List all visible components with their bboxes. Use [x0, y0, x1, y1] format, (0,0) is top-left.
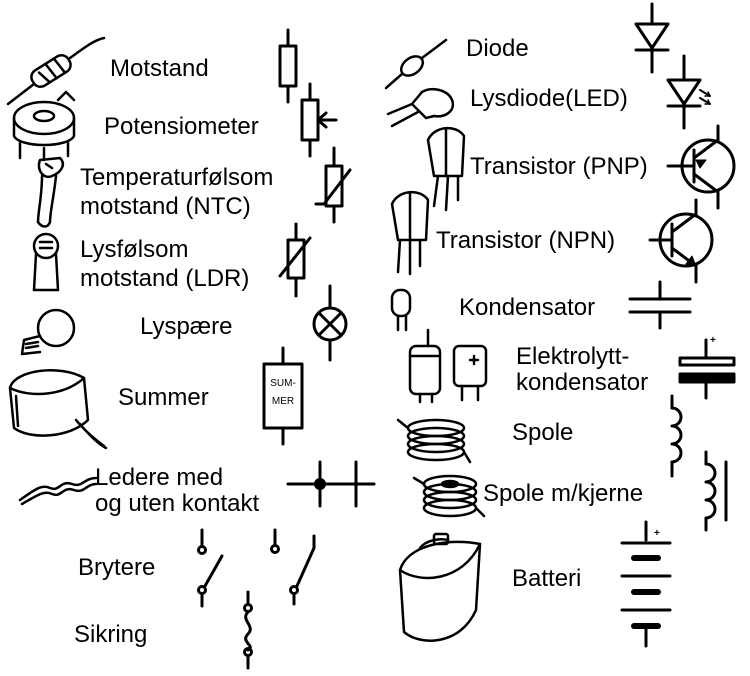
npn-transistor-symbol	[648, 198, 714, 284]
npn-transistor-drawing	[390, 191, 430, 276]
label-lyspaere: Lyspære	[140, 313, 233, 340]
electrolytic-capacitor-drawing	[408, 328, 488, 404]
ntc-drawing	[36, 156, 64, 228]
summer-symbol-text-2: MER	[271, 396, 295, 407]
electrolytic-capacitor-symbol	[678, 338, 736, 400]
batteri-plus-sign: +	[654, 528, 660, 539]
label-potensiometer: Potensiometer	[104, 113, 259, 140]
inductor-core-symbol	[704, 450, 728, 532]
label-spole-kjerne: Spole m/kjerne	[483, 480, 644, 507]
potentiometer-symbol	[300, 82, 338, 158]
switch-symbol-open	[197, 528, 224, 608]
elektrolytt-plus-sign: +	[710, 335, 716, 346]
label-transistor-npn: Transistor (NPN)	[436, 227, 616, 254]
switch-symbol-closed	[270, 528, 316, 606]
ldr-symbol	[278, 222, 312, 298]
label-ledere-line2: og uten kontakt	[95, 490, 260, 517]
led-drawing	[386, 88, 455, 128]
buzzer-symbol	[262, 346, 304, 446]
diode-symbol	[634, 2, 670, 74]
label-lysdiode: Lysdiode(LED)	[470, 85, 628, 112]
label-ntc-line1: Temperaturfølsom	[80, 164, 274, 191]
led-symbol	[666, 54, 711, 130]
potentiometer-drawing	[12, 90, 76, 162]
capacitor-symbol	[628, 280, 692, 330]
fuse-symbol	[243, 590, 253, 670]
capacitor-drawing	[390, 288, 412, 332]
label-batteri: Batteri	[512, 565, 582, 592]
lightbulb-drawing	[20, 308, 76, 356]
label-ntc-line2: motstand (NTC)	[80, 193, 251, 220]
resistor-drawing	[6, 36, 106, 106]
label-kondensator: Kondensator	[459, 294, 596, 321]
label-ledere-line1: Ledere med	[95, 464, 224, 491]
label-elektrolytt-line2: kondensator	[516, 369, 649, 396]
wire-junction-symbols	[286, 460, 376, 508]
label-ldr-line2: motstand (LDR)	[80, 265, 250, 292]
lamp-symbol	[312, 284, 348, 362]
label-summer: Summer	[118, 384, 209, 411]
summer-symbol-text-1: SUM-	[270, 378, 296, 389]
pnp-transistor-drawing	[426, 127, 466, 212]
label-transistor-pnp: Transistor (PNP)	[470, 153, 648, 180]
label-spole: Spole	[512, 419, 574, 446]
inductor-symbol	[670, 394, 683, 478]
coil-core-drawing	[412, 474, 486, 518]
battery-symbol	[620, 520, 672, 648]
label-elektrolytt-line1: Elektrolytt-	[516, 343, 630, 370]
label-brytere: Brytere	[78, 554, 156, 581]
buzzer-drawing	[8, 369, 108, 450]
label-ldr-line1: Lysfølsom	[80, 236, 189, 263]
ldr-drawing	[32, 232, 60, 292]
diode-drawing	[384, 38, 448, 90]
wires-drawing	[18, 476, 98, 506]
pnp-transistor-symbol	[666, 124, 736, 210]
label-diode: Diode	[466, 35, 529, 62]
label-motstand: Motstand	[110, 55, 209, 82]
label-sikring: Sikring	[74, 621, 148, 648]
resistor-symbol	[278, 28, 298, 104]
ntc-symbol	[314, 146, 352, 224]
battery-drawing	[398, 532, 482, 642]
coil-drawing	[396, 418, 472, 464]
